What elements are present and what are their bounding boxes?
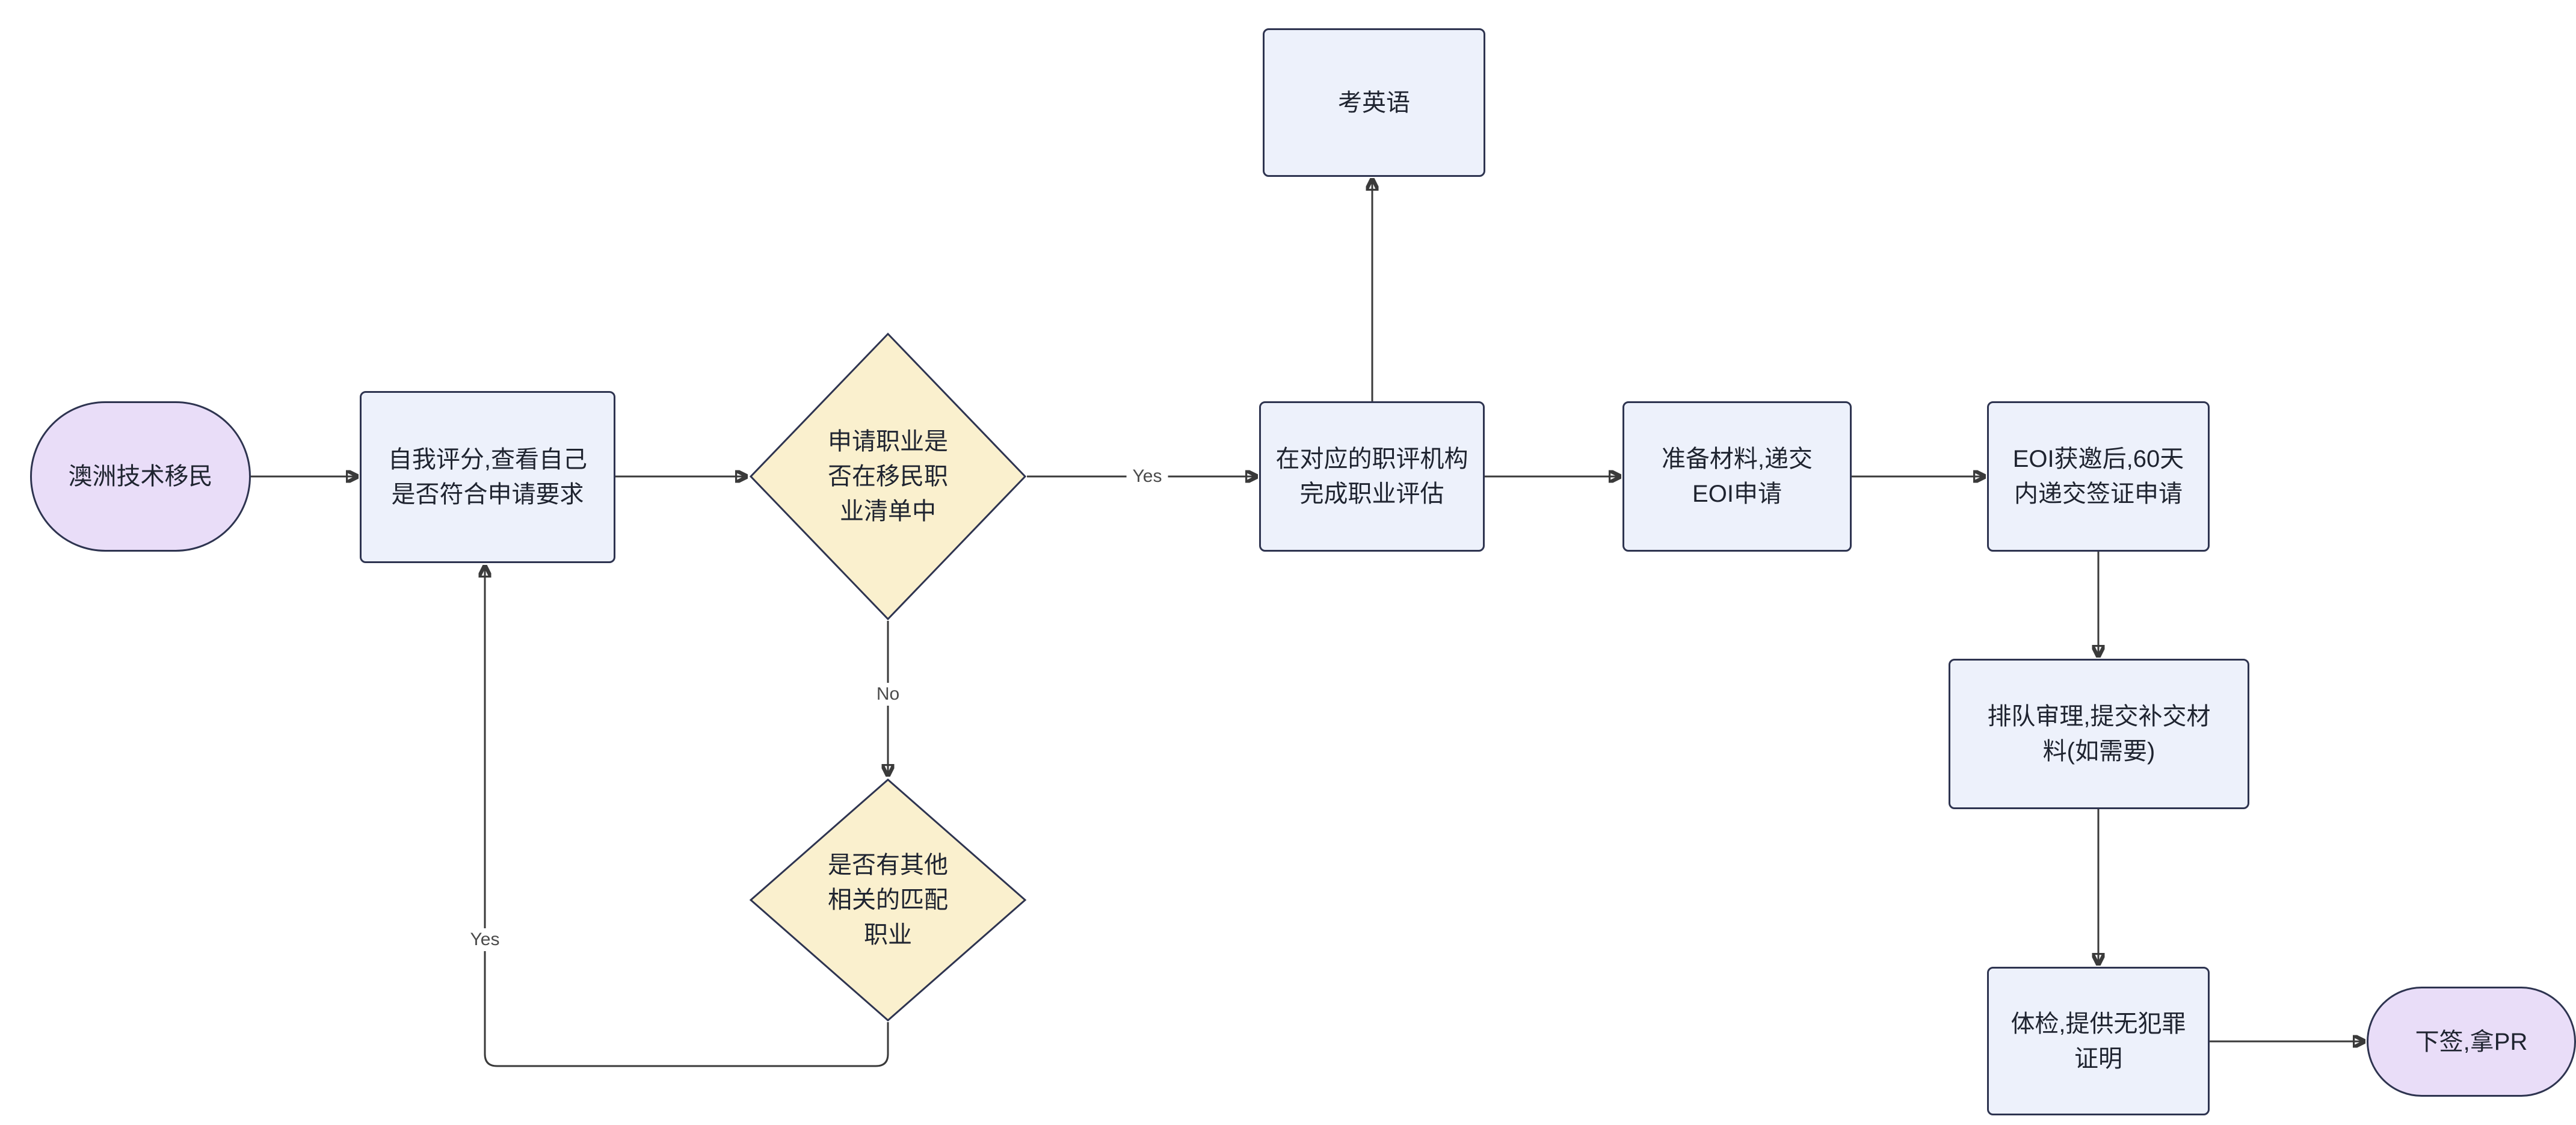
node-start: 澳洲技术移民 [30, 401, 251, 552]
node-end-label: 下签,拿PR [2415, 1028, 2528, 1055]
node-occupation-list-decision: 申请职业是 否在移民职 业清单中 [749, 332, 1027, 621]
node-visa-apply: EOI获邀后,60天 内递交签证申请 [1987, 401, 2210, 552]
node-health-check: 体检,提供无犯罪 证明 [1987, 967, 2210, 1115]
node-self-score-label: 自我评分,查看自己 是否符合申请要求 [387, 446, 588, 508]
edge-label-yes-back-to-score: Yes [464, 928, 506, 951]
node-queue: 排队审理,提交补交材 料(如需要) [1949, 659, 2249, 809]
edge-other-yes-back-to-selfscore [485, 566, 889, 1067]
node-self-score: 自我评分,查看自己 是否符合申请要求 [360, 391, 615, 563]
node-other-occupation-decision: 是否有其他 相关的匹配 职业 [749, 778, 1027, 1022]
node-english-test-label: 考英语 [1338, 89, 1410, 116]
node-skills-assessment: 在对应的职评机构 完成职业评估 [1259, 401, 1485, 552]
node-start-label: 澳洲技术移民 [68, 463, 213, 490]
node-eoi-label: 准备材料,递交 EOI申请 [1661, 446, 1813, 507]
node-skills-assessment-label: 在对应的职评机构 完成职业评估 [1275, 446, 1468, 507]
edge-label-yes-to-assessment: Yes [1126, 465, 1168, 488]
node-visa-apply-label: EOI获邀后,60天 内递交签证申请 [2012, 446, 2184, 507]
node-end: 下签,拿PR [2367, 987, 2576, 1097]
node-eoi: 准备材料,递交 EOI申请 [1622, 401, 1852, 552]
diamond-shape [749, 778, 1027, 1022]
node-other-occupation-label: 是否有其他 相关的匹配 职业 [828, 852, 948, 948]
node-queue-label: 排队审理,提交补交材 料(如需要) [1987, 703, 2211, 765]
node-health-check-label: 体检,提供无犯罪 证明 [2011, 1010, 2186, 1072]
edge-label-no-to-other: No [870, 683, 906, 706]
node-occupation-list-label: 申请职业是 否在移民职 业清单中 [828, 428, 948, 525]
diamond-shape [749, 332, 1027, 621]
node-english-test: 考英语 [1263, 28, 1485, 177]
